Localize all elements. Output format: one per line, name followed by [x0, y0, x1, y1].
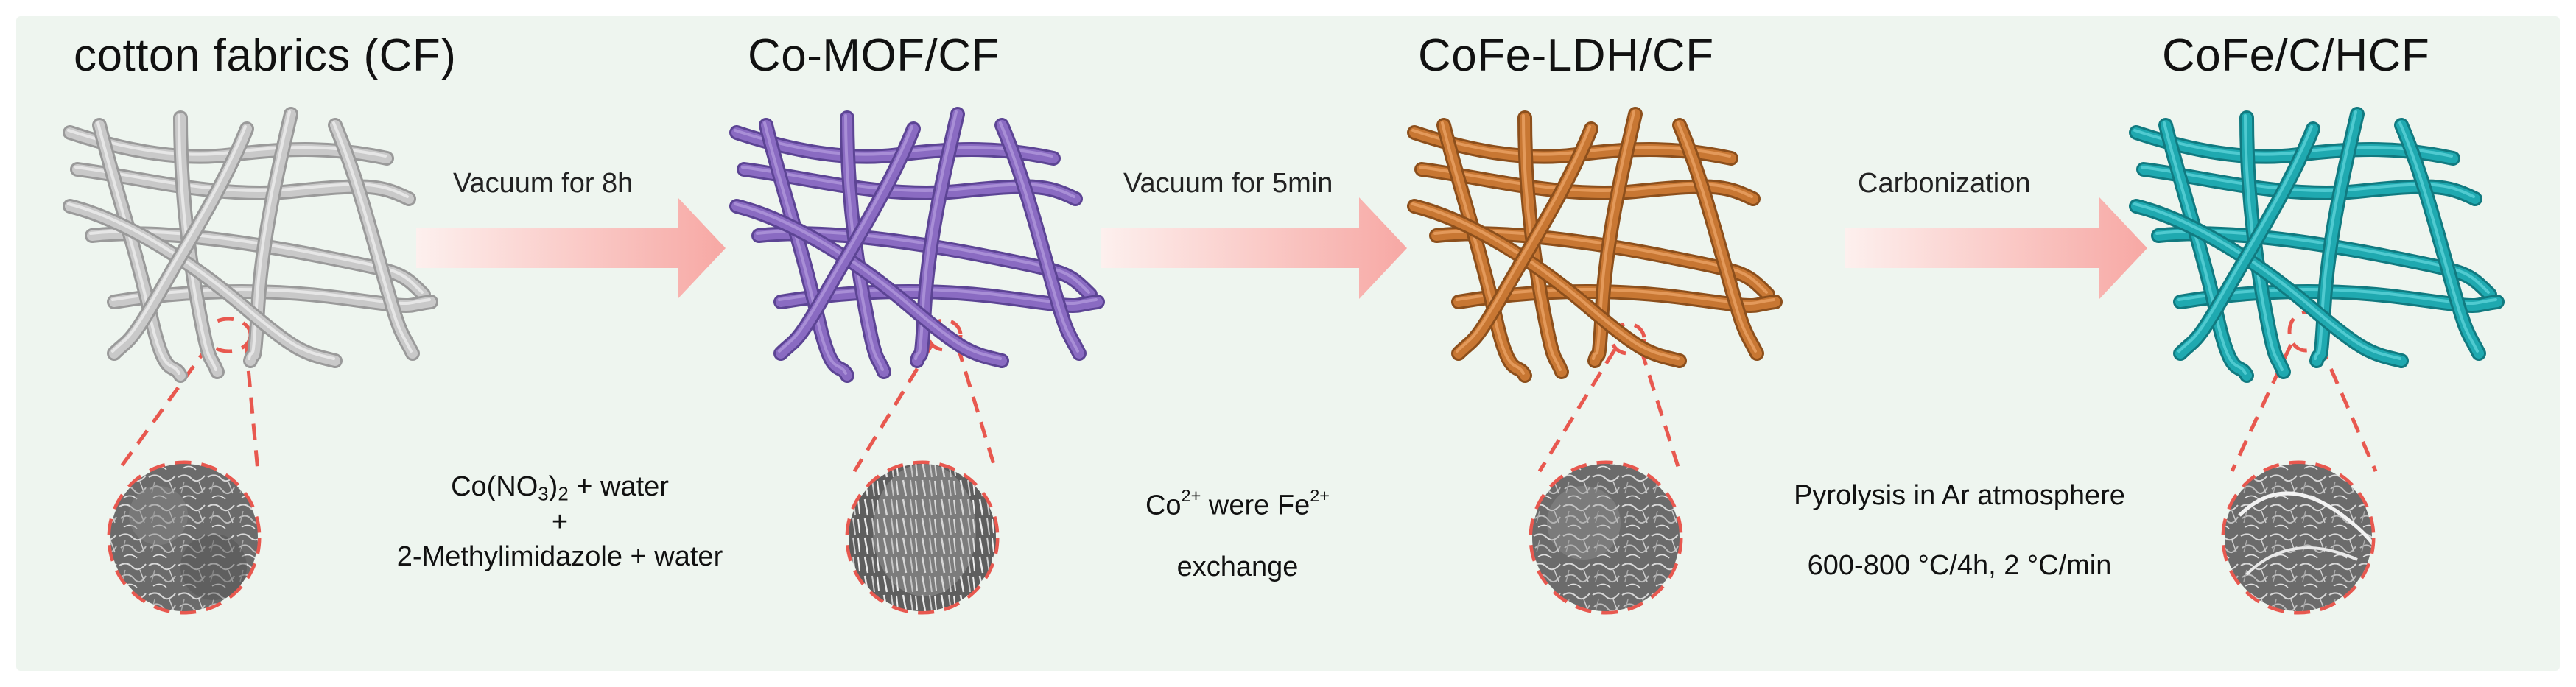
- step2-conditions: Co2+ were Fe2+ exchange: [1120, 486, 1355, 583]
- step1-ligand-line: 2-Methylimidazole + water: [396, 541, 723, 573]
- arrow-label-step3: Carbonization: [1858, 168, 2031, 199]
- step1-conditions: Co(NO3)2 + water + 2-Methylimidazole + w…: [368, 471, 751, 573]
- stage-title-cofe-ldh: CoFe-LDH/CF: [1418, 30, 1714, 81]
- stage-title-co-mof: Co-MOF/CF: [748, 30, 1000, 81]
- arrow-label-step2: Vacuum for 5min: [1123, 168, 1333, 199]
- stage-title-cf: cotton fabrics (CF): [74, 30, 457, 81]
- arrow-label-step1: Vacuum for 8h: [453, 168, 634, 199]
- step2-exchange-line: exchange: [1176, 551, 1299, 582]
- step1-plus: +: [551, 507, 569, 538]
- step3-temperature-line: 600-800 °C/4h, 2 °C/min: [1807, 550, 2112, 581]
- stage-title-cofe-c-hcf: CoFe/C/HCF: [2162, 30, 2430, 81]
- step3-atmosphere-line: Pyrolysis in Ar atmosphere: [1794, 480, 2125, 511]
- step1-reagent-line: Co(NO3)2 + water: [451, 471, 669, 505]
- step2-ion-line: Co2+ were Fe2+: [1145, 486, 1330, 521]
- step3-conditions: Pyrolysis in Ar atmosphere 600-800 °C/4h…: [1753, 480, 2166, 582]
